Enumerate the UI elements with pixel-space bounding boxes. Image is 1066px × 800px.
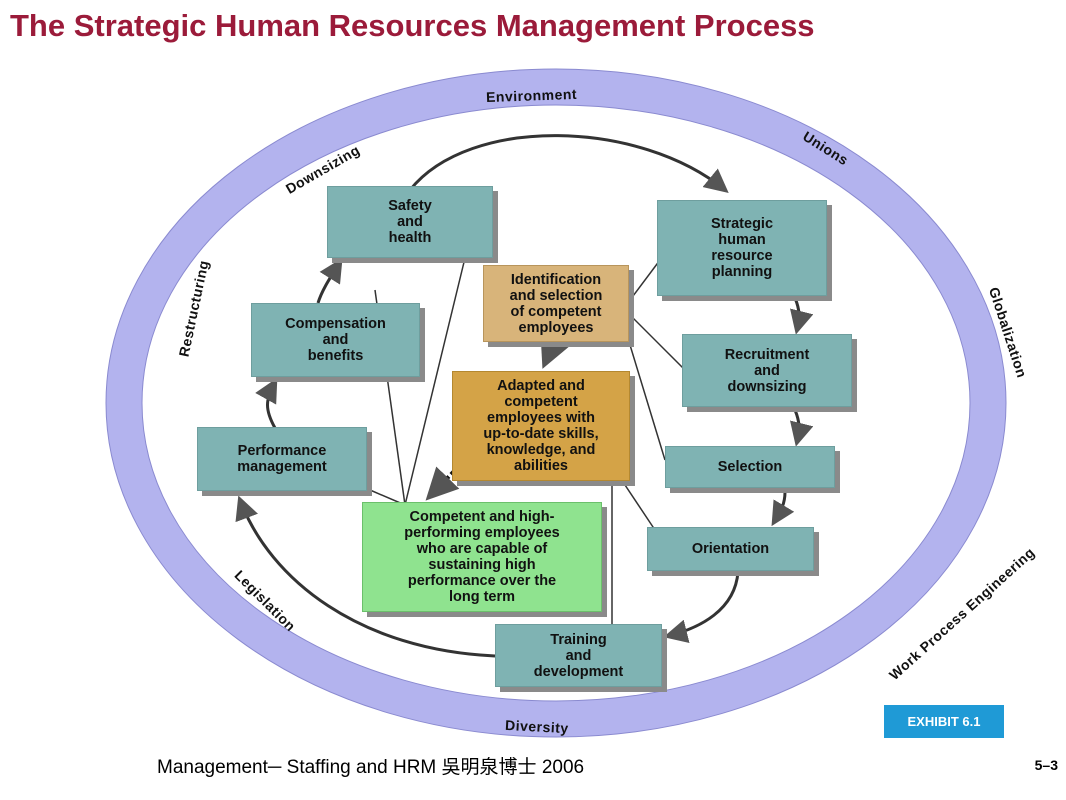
arrow-training-performance <box>235 495 496 658</box>
arrow-top <box>408 134 729 194</box>
box-competent-high-performing: Competent and high- performing employees… <box>362 502 602 612</box>
arrow-strategic-recruitment <box>790 297 814 335</box>
box-training-development: Training and development <box>495 624 662 687</box>
dashed-arrow-identification-adapted <box>540 333 570 369</box>
box-adapted-competent: Adapted and competent employees with up-… <box>452 371 630 481</box>
box-orientation: Orientation <box>647 527 814 571</box>
box-safety-and-health: Safety and health <box>327 186 493 258</box>
ring-label-environment: Environment <box>486 86 578 105</box>
arrow-performance-compensation <box>255 377 278 429</box>
dashed-arrow-adapted-competent <box>425 463 462 501</box>
arrow-recruitment-selection <box>790 409 814 447</box>
page-title: The Strategic Human Resources Management… <box>10 8 815 43</box>
page-number: 5–3 <box>1034 757 1058 773</box>
box-performance-management: Performance management <box>197 427 367 491</box>
environment-ring <box>106 69 1006 737</box>
box-identification-selection: Identification and selection of competen… <box>483 265 629 342</box>
footer-text: Management─ Staffing and HRM 吳明泉博士 2006 <box>157 757 585 778</box>
arrow-selection-orientation <box>771 491 795 527</box>
box-strategic-hr-planning: Strategic human resource planning <box>657 200 827 296</box>
arrow-compensation-safety <box>316 257 343 304</box>
ring-label-diversity: Diversity <box>505 717 569 736</box>
arrow-orientation-training <box>663 571 740 643</box>
box-selection: Selection <box>665 446 835 488</box>
exhibit-badge: EXHIBIT 6.1 <box>884 705 1004 738</box>
box-recruitment-downsizing: Recruitment and downsizing <box>682 334 852 407</box>
box-compensation-benefits: Compensation and benefits <box>251 303 420 377</box>
